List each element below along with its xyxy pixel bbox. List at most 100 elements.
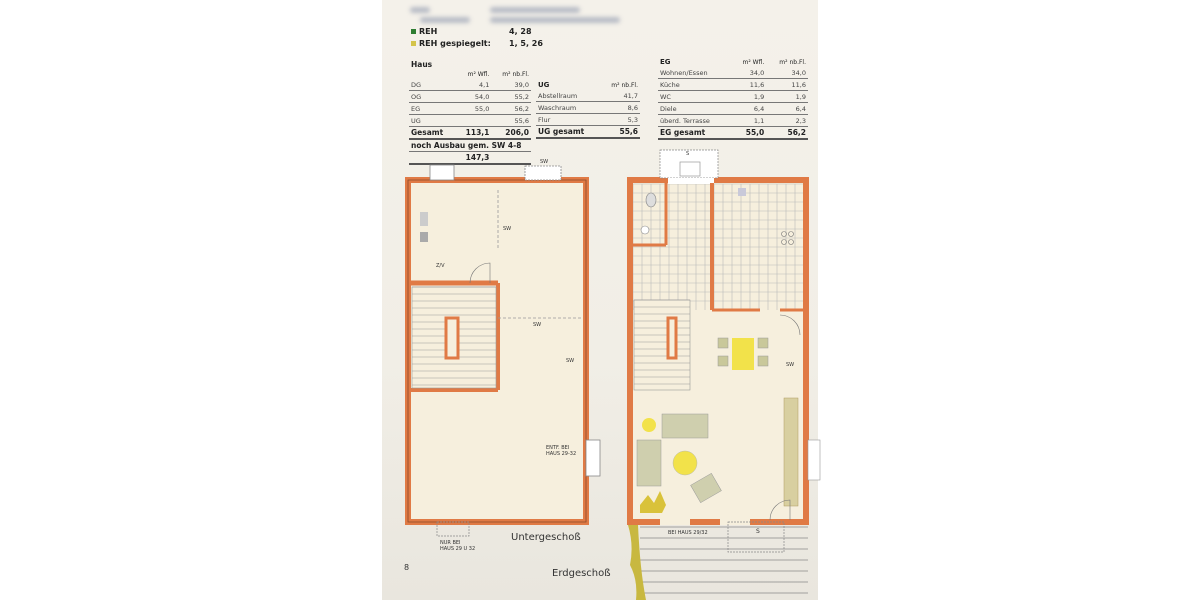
col-header: m² Wfl. (742, 58, 765, 66)
plan-label-sw: SW (533, 322, 542, 328)
cell-label: EG (409, 102, 456, 115)
extension-label: noch Ausbau gem. SW 4-8 (409, 139, 531, 152)
legend-value: 1, 5, 26 (509, 39, 543, 48)
yellow-square-icon (411, 41, 416, 46)
eg-tile-grid (632, 183, 803, 310)
cell-value: 56,2 (491, 102, 531, 115)
door-swing (779, 314, 801, 336)
cell-value (455, 114, 492, 127)
cell-value: 4,1 (455, 79, 492, 91)
table-row: UG 55,6 (409, 114, 531, 127)
cell-value: 1,1 (731, 114, 767, 127)
total-value: 55,0 (731, 126, 767, 140)
eg-stair-core (666, 316, 678, 360)
legend-label: REH (419, 27, 438, 36)
ug-light-shaft (436, 521, 470, 537)
eg-outer-wall (627, 177, 809, 525)
side-table (642, 418, 656, 432)
eg-front-door-gap (668, 178, 714, 184)
sideboard (783, 397, 799, 507)
plan-label-s: S (686, 151, 690, 157)
terrace-step (727, 521, 785, 553)
col-header: UG (538, 81, 550, 89)
legend-reh-mirrored: REH gespiegelt:1, 5, 26 (411, 39, 543, 48)
cell-label: Wohnen/Essen (658, 67, 732, 79)
total-value: 56,2 (766, 126, 808, 140)
cell-value: 2,3 (766, 114, 808, 127)
caption-erdgeschoss: Erdgeschoß (552, 568, 611, 579)
cell-value: 55,6 (491, 114, 531, 127)
coffee-table (672, 450, 698, 476)
sofa (661, 413, 709, 439)
plan-label-zv: Z/V (436, 263, 445, 269)
cell-label: Abstellraum (536, 90, 601, 102)
ug-stair-core (444, 316, 460, 360)
plan-label-sw: SW (566, 358, 575, 364)
col-header: m² nb.Fl. (502, 71, 529, 78)
legend-value: 4, 28 (509, 27, 532, 36)
cell-value: 8,6 (600, 101, 640, 114)
blurred-legend (410, 7, 430, 13)
plan-label-sw: SW (786, 362, 795, 368)
cell-value: 55,2 (491, 90, 531, 103)
cell-value: 34,0 (731, 67, 767, 79)
cell-value: 1,9 (766, 90, 808, 103)
ug-light-shaft (429, 164, 455, 181)
plan-label-entf: ENTF. BEI HAUS 29-32 (546, 445, 577, 457)
armchair (690, 472, 722, 504)
legend-reh: REH 4, 28 (411, 27, 532, 36)
plan-label-sw: SW (503, 226, 512, 232)
kitchen-sink-icon (738, 188, 746, 196)
hedge (628, 525, 646, 600)
cell-value: 6,4 (731, 102, 767, 115)
page-number: 8 (404, 563, 410, 572)
plan-label-bei: BEI HAUS 29/32 (668, 530, 708, 536)
eg-light-shaft (807, 439, 821, 481)
cell-value: 39,0 (491, 79, 531, 91)
stair-outline (633, 299, 691, 391)
cell-label: überd. Terrasse (658, 114, 732, 127)
cell-value: 55,0 (455, 102, 492, 115)
cell-label: UG (409, 114, 456, 127)
cell-label: Küche (658, 78, 732, 91)
cell-label: OG (409, 90, 456, 103)
cell-label: DG (409, 79, 456, 91)
eg-stairs (633, 299, 691, 391)
cell-value: 54,0 (455, 90, 492, 103)
extension-value: 147,3 (455, 151, 492, 165)
cell-label: Waschraum (536, 101, 601, 114)
total-value: 55,6 (600, 125, 640, 139)
plan-label-sw: SW (540, 159, 549, 165)
ug-sink (420, 212, 428, 226)
cell-value: 1,9 (731, 90, 767, 103)
eg-floor-plan (627, 149, 821, 600)
total-label: UG gesamt (536, 125, 601, 139)
cell-label: Diele (658, 102, 732, 115)
blurred-legend (490, 7, 580, 13)
total-value: 113,1 (455, 126, 492, 140)
blurred-legend (420, 17, 470, 23)
caption-untergeschoss: Untergeschoß (511, 532, 581, 543)
cell-value: 11,6 (731, 78, 767, 91)
col-header: m² nb.Fl. (779, 58, 806, 66)
dining-chairs (717, 337, 769, 367)
stove-icon (781, 231, 794, 245)
green-square-icon (411, 29, 416, 34)
cell-value: 5,3 (600, 113, 640, 126)
terrace (640, 521, 808, 594)
ug-floor-plan (405, 164, 601, 537)
wc-sink-icon (640, 225, 650, 235)
door-swing (769, 499, 791, 521)
ug-light-shaft (585, 439, 601, 477)
total-label: Gesamt (409, 126, 456, 140)
